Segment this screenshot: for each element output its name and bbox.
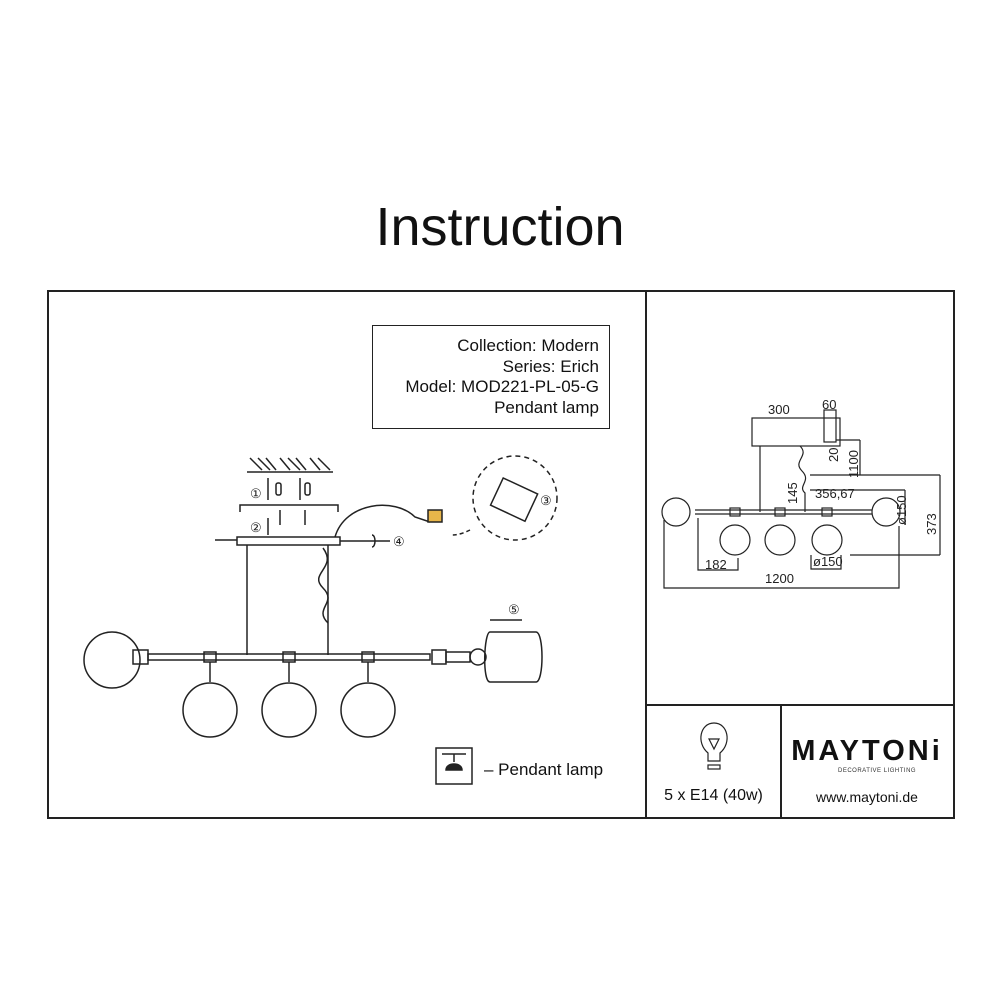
dim-canopy-depth: 60	[822, 397, 836, 412]
step-2-label: ②	[250, 520, 262, 535]
globe-detached	[483, 631, 543, 683]
dim-rod: 145	[785, 482, 800, 504]
step-5-label: ⑤	[508, 602, 520, 617]
pendant-lamp-icon	[435, 747, 473, 785]
hanging-globes	[182, 651, 396, 738]
brand-logo: MAYTONi	[791, 735, 943, 767]
collection-label: Collection: Modern	[457, 336, 599, 355]
product-info-box: Collection: Modern Series: Erich Model: …	[372, 325, 610, 429]
dim-globe-diameter-2: ø150	[813, 554, 843, 569]
ceiling-hatch	[247, 457, 333, 473]
globe	[83, 631, 141, 689]
dim-globe-diameter: ø150	[894, 495, 909, 525]
dim-canopy-width: 300	[768, 402, 790, 417]
instruction-frame	[47, 290, 955, 819]
lamp-bar	[147, 653, 431, 661]
dim-length: 1200	[765, 571, 794, 586]
canopy-plate	[236, 536, 341, 546]
step-4-label: ④	[393, 534, 405, 549]
step-3-label: ③	[540, 493, 552, 508]
light-bulb-icon	[700, 722, 728, 770]
divider	[645, 290, 647, 817]
dim-height: 373	[924, 513, 939, 535]
website-link[interactable]: www.maytoni.de	[816, 789, 918, 805]
wiring-detail-callout	[472, 455, 558, 541]
series-label: Series: Erich	[502, 356, 599, 376]
type-label: Pendant lamp	[494, 397, 599, 417]
dim-canopy-height: 20	[826, 448, 841, 462]
model-label: Model: MOD221-PL-05-G	[405, 377, 599, 396]
dim-max-height: 1100	[846, 450, 861, 478]
technical-drawing	[661, 409, 941, 589]
bulb-spec: 5 x E14 (40w)	[664, 787, 763, 804]
divider	[780, 705, 782, 817]
step-1-label: ①	[250, 486, 262, 501]
divider	[646, 704, 953, 706]
dim-offset: 182	[705, 557, 727, 572]
dim-spacing: 356,67	[815, 486, 855, 501]
page-title: Instruction	[375, 197, 625, 257]
legend-label: – Pendant lamp	[484, 760, 604, 779]
brand-tagline: DECORATIVE LIGHTING	[838, 768, 917, 774]
